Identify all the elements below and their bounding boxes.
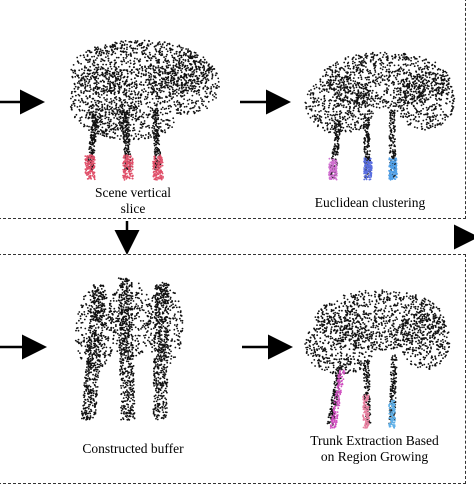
- pipeline-diagram: Scene vertical slice Euclidean clusterin…: [0, 0, 474, 474]
- scene-slice-point-cloud: [70, 40, 220, 181]
- euclidean-point-cloud: [304, 52, 455, 181]
- buffer-point-cloud: [75, 277, 184, 421]
- scene-vertical-slice-label: Scene vertical slice: [78, 185, 188, 217]
- euclidean-clustering-label: Euclidean clustering: [290, 195, 450, 211]
- trunk-extraction-point-cloud: [304, 289, 450, 429]
- trunk-extraction-label: Trunk Extraction Based on Region Growing: [282, 433, 467, 465]
- constructed-buffer-label: Constructed buffer: [58, 441, 208, 457]
- diagram-canvas: [0, 0, 474, 474]
